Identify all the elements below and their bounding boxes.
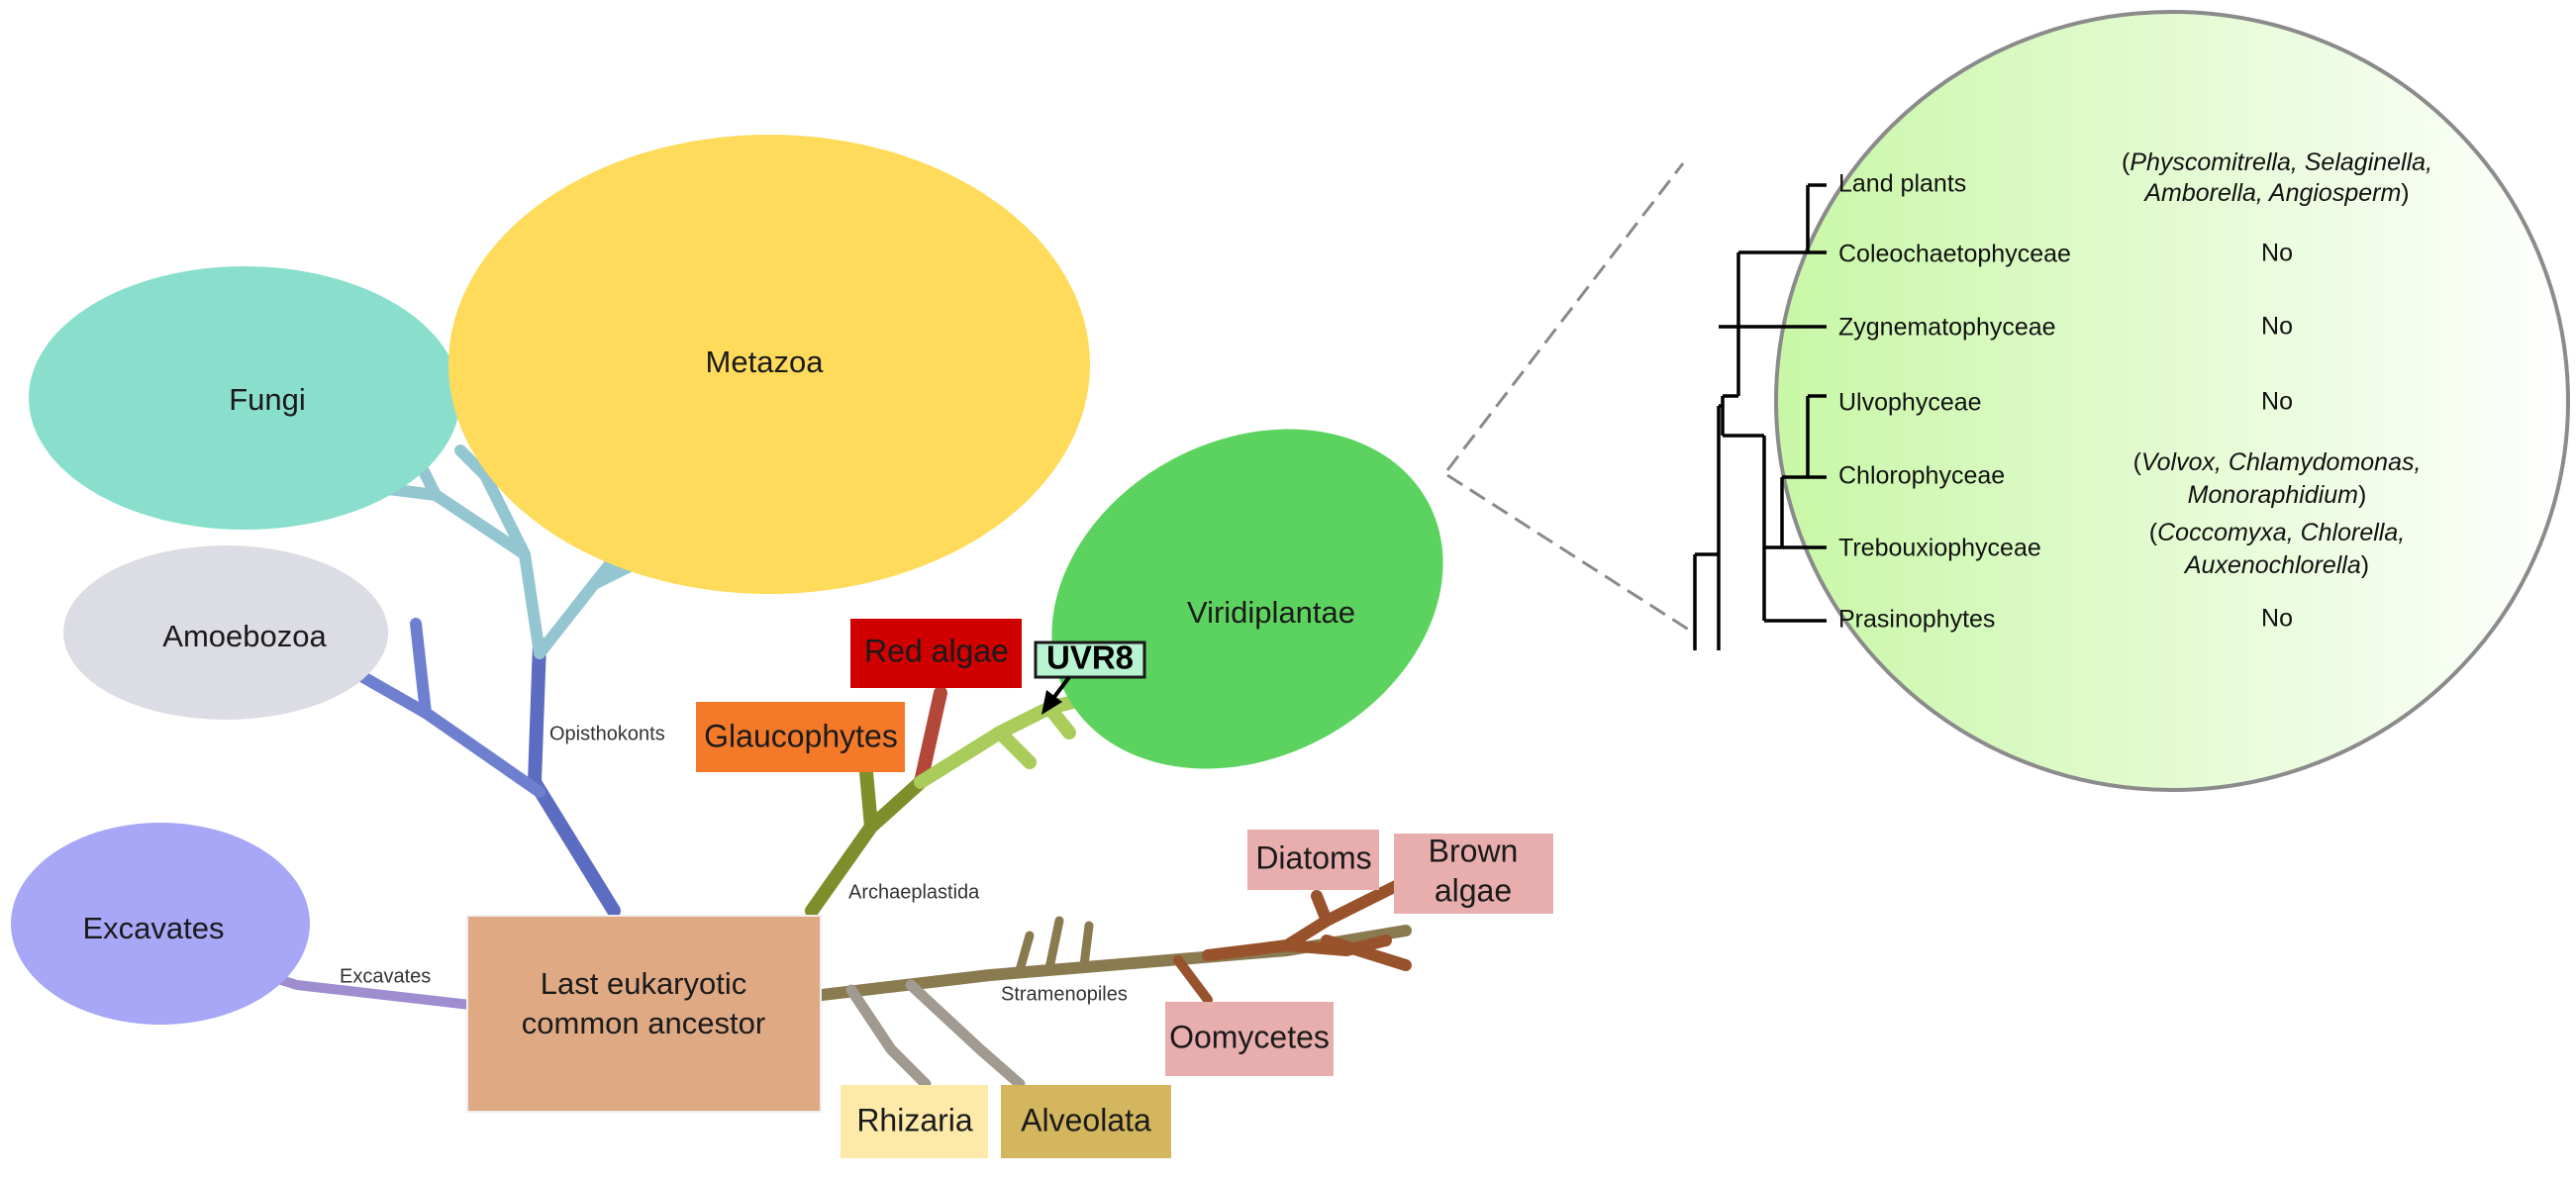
label-fungi: Fungi	[229, 382, 306, 417]
inset-ellipse	[1774, 10, 2570, 792]
label-red-algae: Red algae	[864, 633, 1009, 668]
uvr8-trebouxiophyceae-line1: (Coccomyxa, Chlorella,	[2149, 519, 2405, 546]
leca-box	[466, 915, 822, 1113]
label-brown-algae-2: algae	[1435, 872, 1512, 908]
branch-label-stramenopiles: Stramenopiles	[1001, 983, 1128, 1005]
branch-label-archaeplastida: Archaeplastida	[848, 881, 980, 903]
red-algae-branch	[914, 686, 947, 789]
oomycetes-box	[1165, 1002, 1334, 1076]
amoebozoa-blob	[63, 545, 388, 720]
rhizaria-branch	[845, 984, 932, 1090]
inset-cladogram	[1693, 183, 1827, 650]
fungi-blob	[29, 266, 460, 530]
inset-taxon-land-plants: Land plants	[1838, 170, 1966, 198]
uvr8-zygnematophyceae: No	[2261, 313, 2293, 341]
inset-taxa: Land plants Coleochaetophyceae Zygnemato…	[1838, 170, 2071, 634]
label-excavates: Excavates	[82, 911, 224, 945]
label-viridiplantae: Viridiplantae	[1187, 595, 1355, 630]
amoebozoa-branch	[350, 618, 545, 798]
label-amoebozoa: Amoebozoa	[162, 619, 327, 653]
stramenopile-twigs	[1015, 916, 1094, 975]
brown-algae-branch	[1202, 880, 1412, 971]
brown-algae-box	[1394, 834, 1553, 914]
label-alveolata: Alveolata	[1021, 1102, 1151, 1137]
label-leca-line2: common ancestor	[522, 1006, 765, 1040]
alveolata-branch	[905, 979, 1026, 1090]
inset-uvr8-column: (Physcomitrella, Selaginella, Amborella,…	[2122, 148, 2432, 633]
inset-taxon-coleochaetophyceae: Coleochaetophyceae	[1838, 241, 2071, 268]
excavates-blob	[11, 823, 310, 1025]
glaucophytes-box	[696, 702, 905, 772]
zoom-line-bottom	[1446, 473, 1696, 636]
inset-taxon-trebouxiophyceae: Trebouxiophyceae	[1838, 535, 2041, 562]
uvr8-arrow	[1041, 675, 1071, 715]
label-glaucophytes: Glaucophytes	[704, 718, 898, 753]
opisthokont-trunk	[528, 637, 621, 918]
viridiplantae-branch	[914, 691, 1096, 789]
label-oomycetes: Oomycetes	[1169, 1019, 1330, 1054]
uvr8-land-plants-line2: Amborella, Angiosperm)	[2142, 179, 2409, 207]
zoom-line-top	[1445, 162, 1685, 471]
inset-taxon-prasinophytes: Prasinophytes	[1838, 606, 1995, 634]
inset-taxon-zygnematophyceae: Zygnematophyceae	[1838, 314, 2056, 342]
label-diatoms: Diatoms	[1255, 839, 1371, 875]
label-leca-line1: Last eukaryotic	[541, 966, 747, 1001]
uvr8-land-plants-line1: (Physcomitrella, Selaginella,	[2122, 148, 2432, 176]
red-algae-box	[850, 619, 1022, 688]
uvr8-trebouxiophyceae-line2: Auxenochlorella)	[2183, 551, 2369, 579]
uvr8-ulvophyceae: No	[2261, 388, 2293, 416]
diatoms-box	[1247, 830, 1379, 890]
group-labels: Metazoa Fungi Amoebozoa Excavates Viridi…	[82, 345, 1518, 1137]
uvr8-coleochaetophyceae: No	[2261, 240, 2293, 267]
alveolata-box	[1001, 1085, 1171, 1158]
inset-taxon-ulvophyceae: Ulvophyceae	[1838, 389, 1982, 417]
label-uvr8: UVR8	[1046, 640, 1134, 676]
glaucophyte-branch	[859, 765, 878, 834]
branch-label-excavates: Excavates	[340, 965, 431, 987]
oomycetes-branch	[1173, 955, 1213, 1005]
uvr8-box	[1034, 641, 1146, 679]
label-metazoa: Metazoa	[706, 345, 825, 379]
branch-labels: Opisthokonts Archaeplastida Excavates St…	[340, 723, 1128, 1005]
viridiplantae-blob	[1051, 429, 1443, 769]
label-rhizaria: Rhizaria	[856, 1102, 973, 1137]
uvr8-prasinophytes: No	[2261, 605, 2293, 633]
inset-taxon-chlorophyceae: Chlorophyceae	[1838, 462, 2005, 490]
branch-label-opisthokonts: Opisthokonts	[549, 723, 665, 744]
metazoa-blob	[448, 135, 1090, 594]
rhizaria-box	[841, 1085, 988, 1158]
label-brown-algae-1: Brown	[1429, 833, 1519, 868]
uvr8-chlorophyceae-line1: (Volvox, Chlamydomonas,	[2133, 448, 2422, 476]
uvr8-chlorophyceae-line2: Monoraphidium)	[2188, 481, 2367, 509]
fungi-branch	[350, 444, 659, 659]
